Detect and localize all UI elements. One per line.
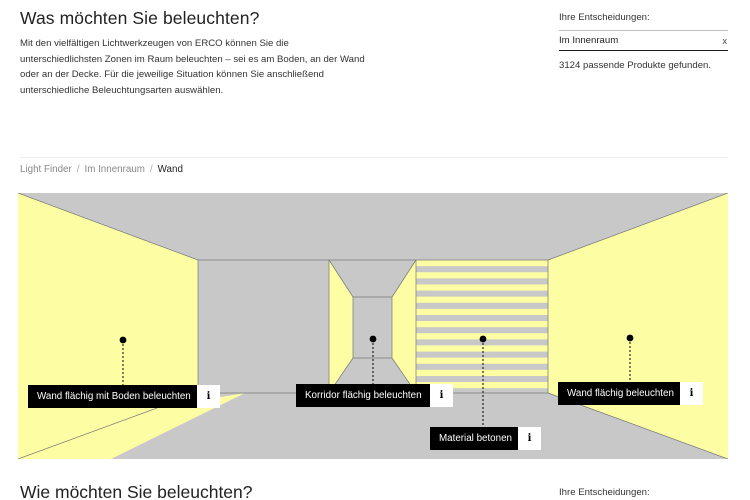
- room-edge-line: [18, 193, 199, 261]
- material-stripe: [416, 284, 548, 291]
- floor-light-left: [18, 393, 245, 459]
- info-button[interactable]: i: [518, 427, 541, 450]
- material-stripe: [416, 260, 548, 267]
- hotspot-marker: [369, 335, 377, 384]
- info-button[interactable]: i: [680, 382, 703, 405]
- section-title: Wie möchten Sie beleuchten?: [20, 482, 253, 500]
- decisions-heading-2: Ihre Entscheidungen:: [559, 487, 650, 498]
- room-edge-line: [547, 193, 728, 261]
- room-illustration: [18, 193, 728, 459]
- hotspot-marker: [626, 334, 634, 381]
- breadcrumb-separator: /: [149, 164, 153, 175]
- hotspot-marker: [119, 336, 127, 387]
- corridor-left-wall[interactable]: [329, 260, 353, 393]
- info-button[interactable]: i: [197, 385, 220, 408]
- room-edge-line: [328, 259, 354, 298]
- decisions-panel: Ihre Entscheidungen: Im Innenraum x 3124…: [559, 12, 728, 71]
- material-stripe: [416, 357, 548, 364]
- remove-decision-button[interactable]: x: [722, 35, 727, 46]
- breadcrumb-im-innenraum[interactable]: Im Innenraum: [84, 164, 145, 175]
- result-count: 3124 passende Produkte gefunden.: [559, 60, 712, 71]
- decision-chip-label: Im Innenraum: [559, 35, 619, 46]
- hotspot-marker: [479, 335, 487, 426]
- hotspot-label-wall-with-floor[interactable]: Wand flächig mit Boden beleuchten: [28, 385, 197, 408]
- corridor-right-wall[interactable]: [392, 260, 416, 393]
- room-scene: Wand flächig mit Boden beleuchten i Korr…: [18, 193, 728, 459]
- room-edge-line: [391, 259, 417, 298]
- material-stripe: [416, 345, 548, 352]
- hotspot-label-wall[interactable]: Wand flächig beleuchten: [558, 382, 680, 405]
- page-title: Was möchten Sie beleuchten?: [20, 8, 260, 28]
- material-stripe: [416, 369, 548, 376]
- material-stripe: [416, 321, 548, 328]
- intro-text: Mit den vielfältigen Lichtwerkzeugen von…: [20, 38, 365, 96]
- breadcrumb-light-finder[interactable]: Light Finder: [20, 164, 72, 175]
- material-stripe: [416, 296, 548, 303]
- decision-chip: Im Innenraum x: [559, 30, 728, 51]
- breadcrumb-current: Wand: [157, 164, 183, 175]
- breadcrumb: Light Finder / Im Innenraum / Wand: [20, 164, 183, 175]
- decisions-heading: Ihre Entscheidungen:: [559, 12, 650, 23]
- material-stripe: [416, 272, 548, 279]
- material-stripe: [416, 382, 548, 389]
- divider: [20, 157, 728, 158]
- material-stripe: [416, 308, 548, 315]
- hotspot-label-corridor[interactable]: Korridor flächig beleuchten: [296, 384, 430, 407]
- breadcrumb-separator: /: [76, 164, 80, 175]
- info-button[interactable]: i: [430, 384, 453, 407]
- hotspot-label-material[interactable]: Material betonen: [430, 427, 518, 450]
